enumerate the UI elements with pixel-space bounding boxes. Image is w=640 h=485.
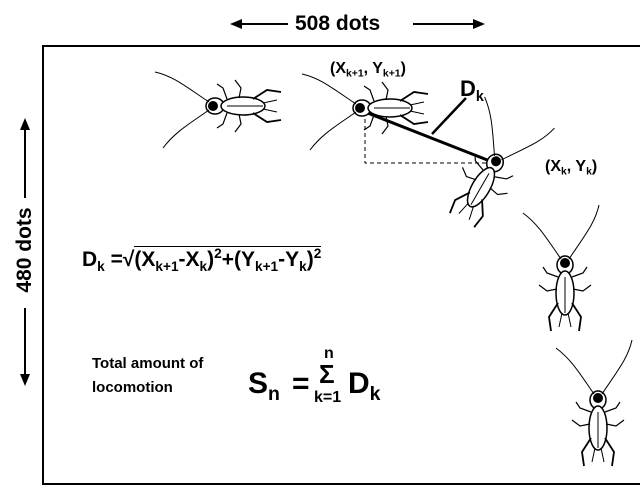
distance-pointer: [431, 97, 467, 135]
width-label: 508 dots: [295, 12, 381, 35]
sqrt-icon: √: [122, 248, 135, 272]
distance-label: Dk: [460, 76, 484, 105]
height-dimension: 480 dots: [0, 118, 40, 388]
width-dimension: 508 dots: [230, 10, 485, 38]
cricket-icon: [555, 339, 633, 467]
cricket-icon: [424, 89, 556, 239]
total-caption: Total amount of locomotion: [92, 355, 204, 396]
cricket-icon: [154, 71, 282, 149]
width-arrow-icon: [230, 19, 485, 29]
cricket-icon: [301, 73, 429, 151]
sigma-icon: Σ: [319, 359, 335, 389]
point-next-label: (Xk+1, Yk+1): [330, 60, 406, 80]
cricket-icon: [522, 204, 600, 332]
height-arrow-icon: [20, 118, 30, 386]
point-current-label: (Xk, Yk): [545, 158, 598, 178]
total-formula: Sn = n Σ k=1 Dk: [248, 345, 381, 406]
distance-formula: Dk =√(Xk+1-Xk)2+(Yk+1-Yk)2: [82, 246, 322, 274]
